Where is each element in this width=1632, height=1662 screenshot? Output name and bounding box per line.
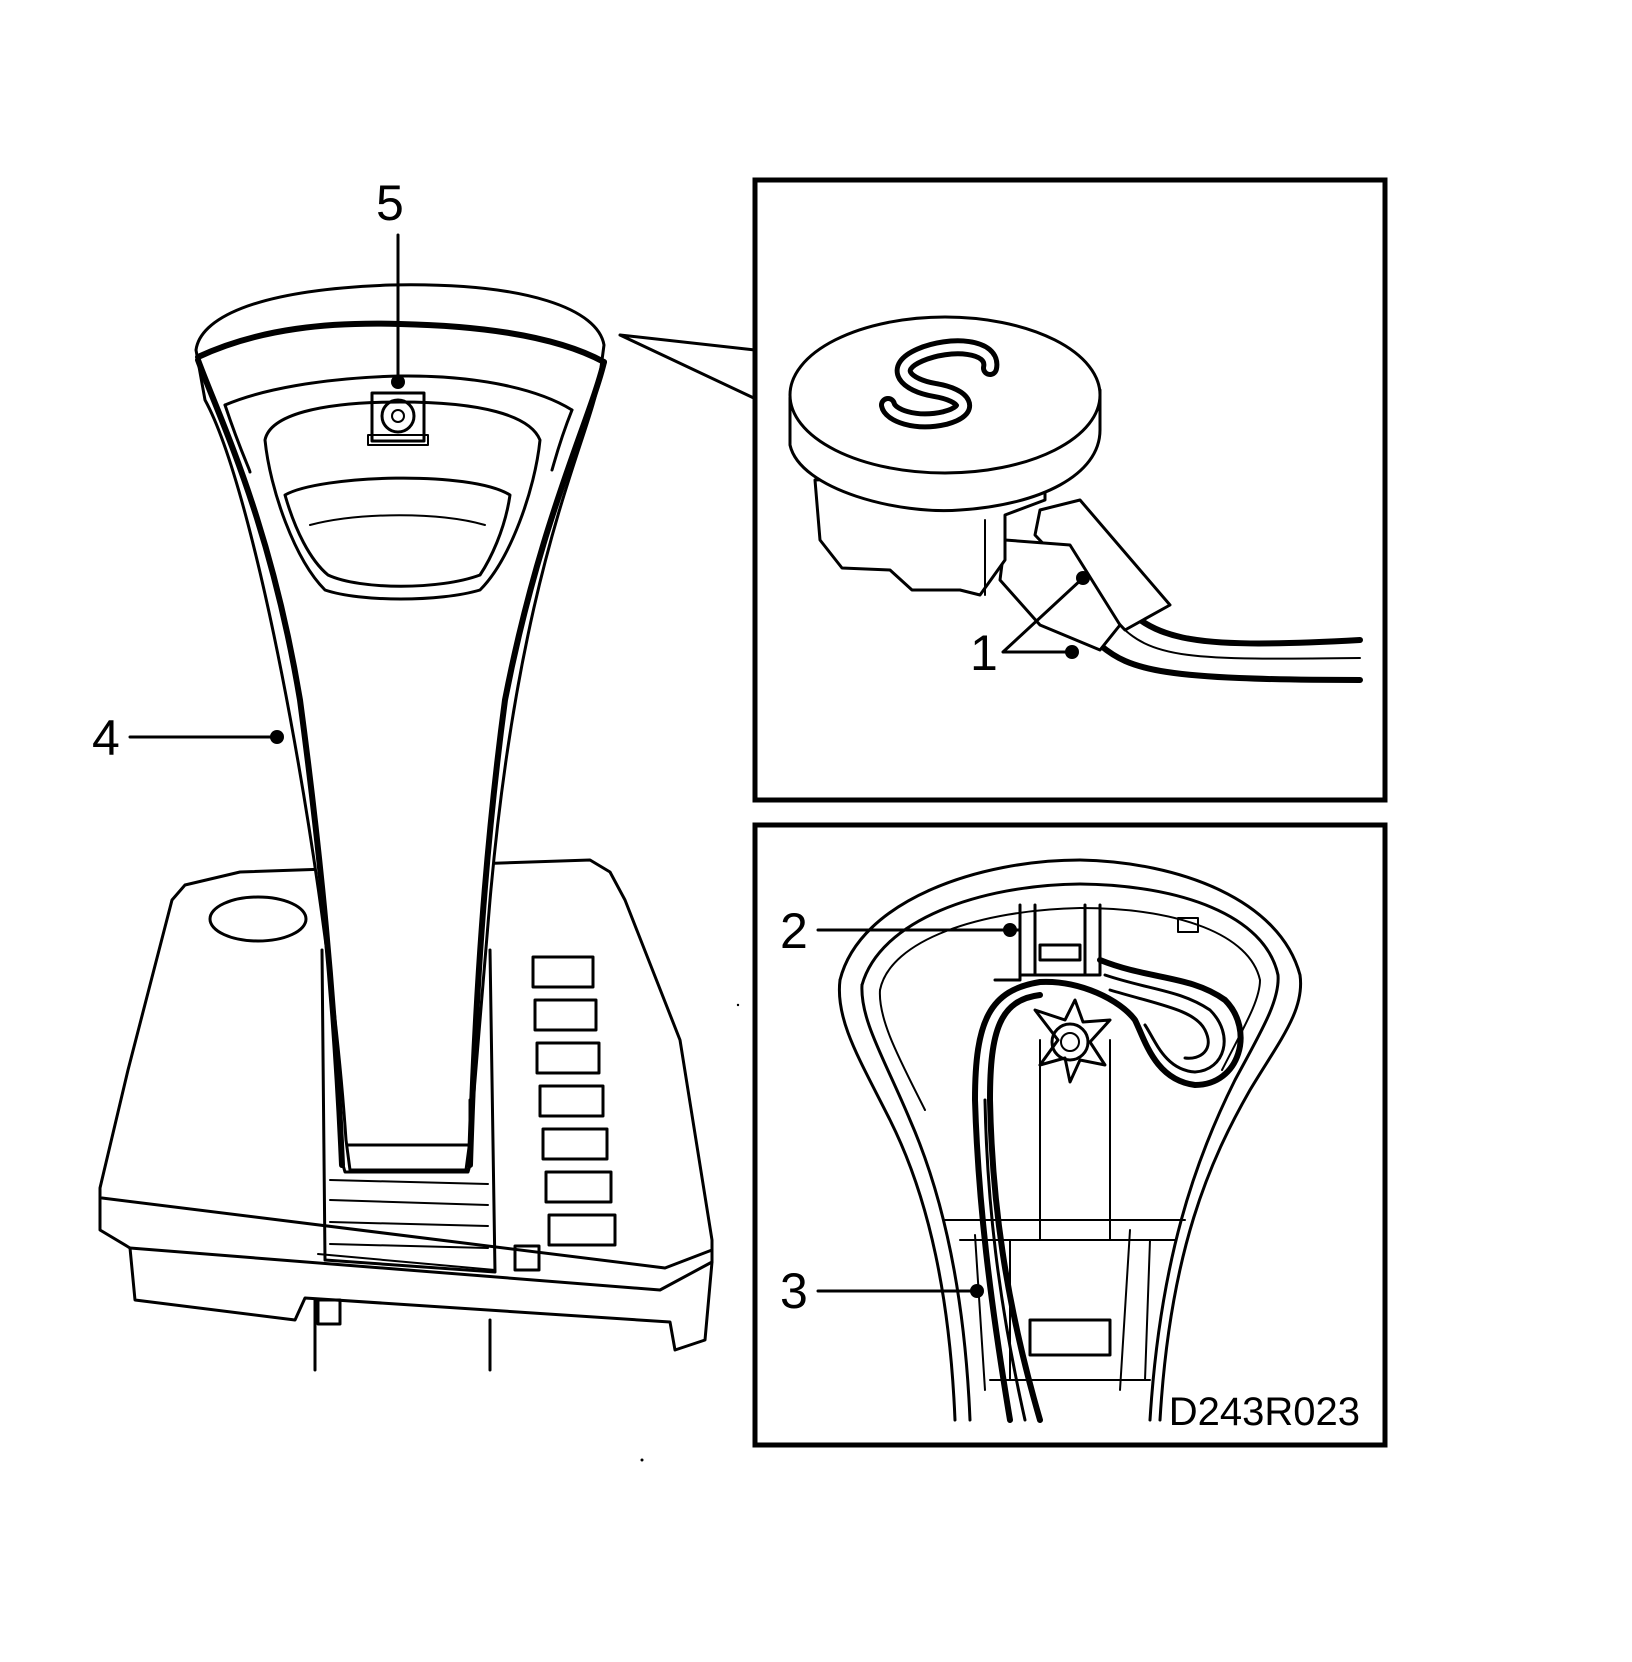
- sport-button: [367, 391, 429, 446]
- gear-position-indicators: [531, 955, 617, 1247]
- s-symbol-icon: [879, 338, 1000, 430]
- callout-1: 1: [970, 571, 1090, 681]
- callout-2-label: 2: [780, 903, 808, 959]
- callout-4: 4: [92, 710, 284, 766]
- callout-4-label: 4: [92, 710, 120, 766]
- callout-3-label: 3: [780, 1263, 808, 1319]
- callout-3: 3: [780, 1263, 984, 1319]
- detail-pointer: [618, 333, 760, 402]
- selector-lever: [194, 283, 607, 1174]
- detail-panel-button: 1: [752, 177, 1388, 803]
- gear-selector-base: [98, 858, 714, 1372]
- detail-panel-wiring: 2 3 D243R023: [752, 822, 1388, 1448]
- callout-5-label: 5: [376, 175, 404, 231]
- drawing-code: D243R023: [1169, 1390, 1360, 1434]
- callout-2: 2: [780, 903, 1017, 959]
- callout-5: 5: [376, 175, 405, 389]
- terminal-star: [1033, 998, 1112, 1084]
- callout-1-label: 1: [970, 625, 998, 681]
